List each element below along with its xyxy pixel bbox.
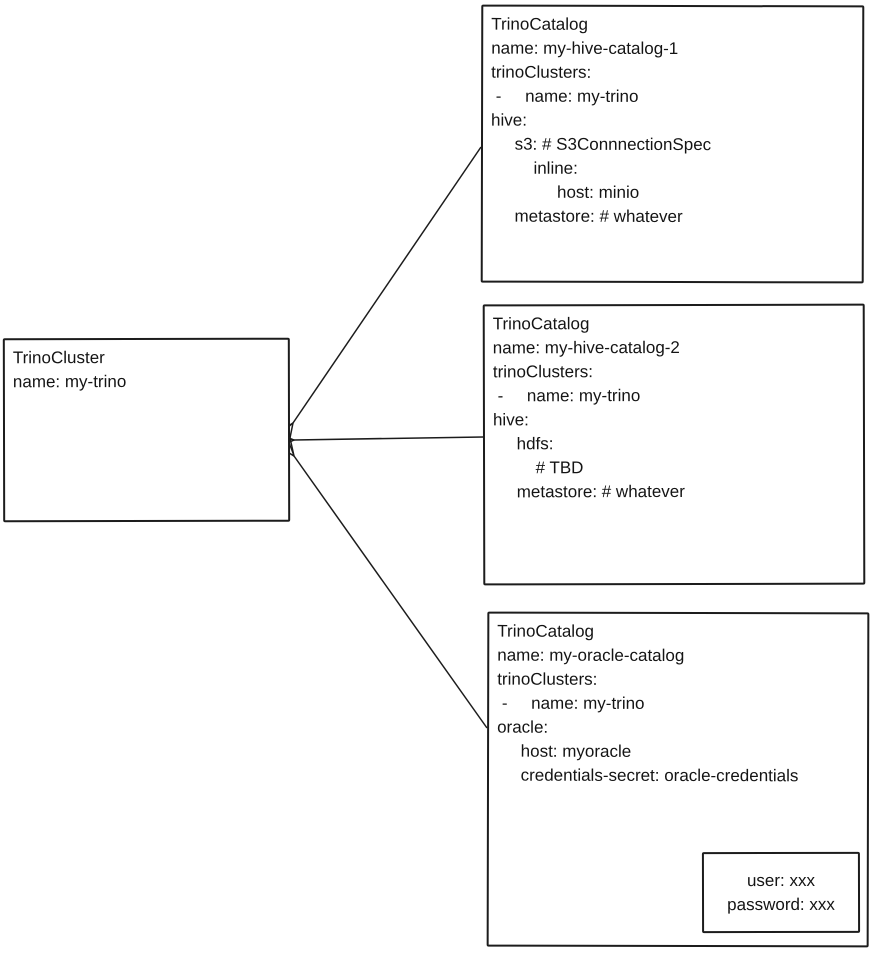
node-trino-cluster: TrinoCluster name: my-trino	[2, 337, 291, 523]
yaml-line: s3: # S3ConnnectionSpec	[490, 134, 712, 155]
node-type-label: TrinoCatalog	[491, 14, 588, 34]
node-type-label: TrinoCatalog	[492, 314, 590, 334]
yaml-line: hdfs:	[492, 434, 554, 454]
yaml-line: trinoClusters:	[497, 669, 598, 689]
yaml-line: # TBD	[493, 458, 584, 478]
yaml-line: - name: my-trino	[497, 693, 645, 713]
yaml-line: inline:	[490, 158, 578, 178]
yaml-line: - name: my-trino	[492, 386, 641, 406]
yaml-line: - name: my-trino	[491, 86, 639, 106]
credential-user-line: user: xxx	[746, 870, 816, 890]
yaml-line: name: my-oracle-catalog	[497, 645, 685, 666]
node-type-label: TrinoCluster	[12, 348, 105, 368]
yaml-line: host: minio	[490, 182, 640, 202]
yaml-line: hive:	[491, 110, 527, 130]
yaml-line: metastore: # whatever	[493, 481, 685, 502]
yaml-line: hive:	[492, 410, 529, 430]
node-trino-catalog-2: TrinoCatalog name: my-hive-catalog-2 tri…	[482, 303, 866, 586]
node-type-label: TrinoCatalog	[497, 621, 595, 641]
yaml-line: trinoClusters:	[491, 62, 592, 82]
yaml-line: name: my-trino	[12, 372, 127, 392]
node-credentials-secret: user: xxx password: xxx	[701, 851, 861, 934]
edge-catalog3-to-cluster-arrow	[275, 435, 488, 729]
yaml-line: metastore: # whatever	[490, 206, 683, 227]
yaml-line: oracle:	[497, 717, 549, 737]
edge-catalog2-to-cluster-arrow	[274, 431, 484, 450]
yaml-line: host: myoracle	[497, 741, 632, 761]
yaml-line: name: my-hive-catalog-1	[491, 38, 679, 59]
node-trino-catalog-1: TrinoCatalog name: my-hive-catalog-1 tri…	[480, 4, 865, 284]
yaml-line: name: my-hive-catalog-2	[492, 337, 680, 358]
yaml-line: trinoClusters:	[492, 362, 594, 382]
credential-password-line: password: xxx	[727, 894, 835, 914]
yaml-line: credentials-secret: oracle-credentials	[496, 765, 799, 786]
edge-catalog1-to-cluster-arrow	[274, 146, 482, 444]
